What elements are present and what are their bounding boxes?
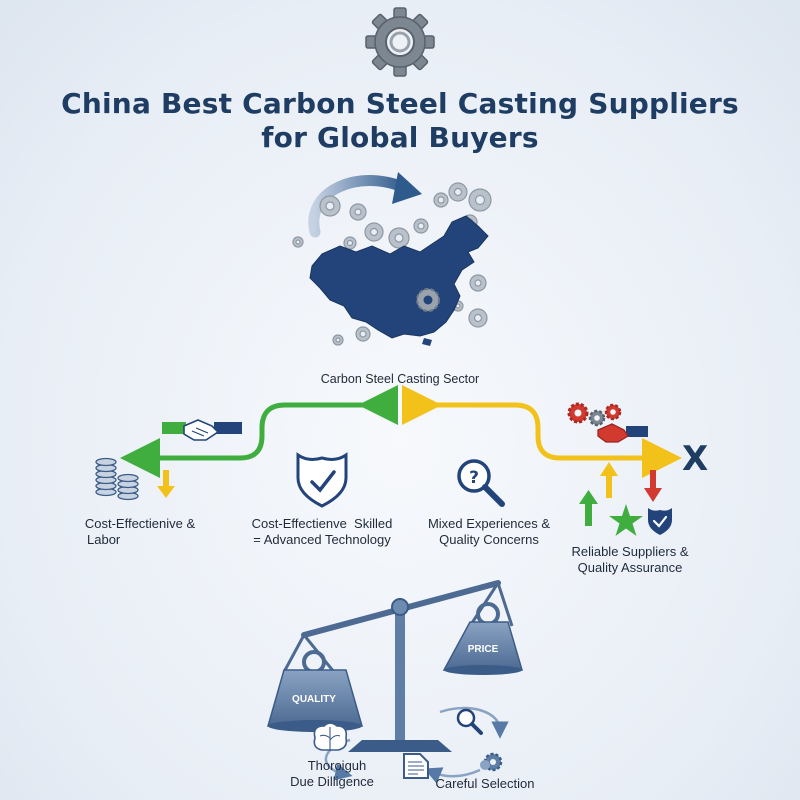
brain-icon [313,722,348,751]
gear-check-icon [480,752,503,772]
scale-left-pan-label: QUALITY [292,694,336,705]
red-gears-icon [567,402,622,427]
magnifier-icon [456,708,483,735]
shield-check-icon [296,452,348,508]
due-diligence-label: Thoroiguh Due Dilligence [262,758,402,790]
handshake-icon [162,419,242,441]
x-mark: X [682,439,709,479]
small-shield-check-icon [648,508,672,535]
careful-selection-label: Careful Selection [435,776,535,791]
magnifier-question-icon: ? [457,459,505,507]
factor-label-cost-labor: Cost-Effectienive & Labor [55,516,225,548]
yellow-flow-arrow [402,385,682,478]
factor-label-reliable-suppliers: Reliable Suppliers & Quality Assurance [555,544,705,576]
yellow-down-arrow-icon [157,470,175,498]
coin-stack-icon [95,457,139,501]
factor-label-line: = Advanced Technology [253,532,391,547]
china-map-icon [309,215,489,339]
factor-label-line: Cost-Effectienive & [84,516,196,531]
green-flow-arrow [120,385,398,478]
gear-cluster-icon [292,182,492,346]
page-title-line2: for Global Buyers [261,121,539,154]
svg-text:?: ? [469,468,479,488]
page-title-line1: China Best Carbon Steel Casting Supplier… [61,87,739,120]
factor-label-mixed-experiences: Mixed Experiences & Quality Concerns [414,516,564,548]
factor-label-line: Labor [87,532,121,547]
document-icon [403,753,429,779]
due-diligence-line1: Thoroiguh [307,758,367,773]
handshake-icon [597,423,648,443]
red-down-arrow-icon [644,470,662,502]
gear-icon [365,7,435,77]
yellow-up-arrow-icon [600,462,618,498]
cycle-arrow-right [439,706,509,739]
factor-label-line: Cost-Effectienve Skilled [251,516,393,531]
map-gear-icon [416,288,440,312]
factor-label-line: Quality Concerns [439,532,539,547]
factor-label-line: Reliable Suppliers & [571,544,689,559]
cycle-arrow-bottom [423,767,481,784]
curved-arrow-icon [308,175,411,238]
star-icon [609,504,643,536]
green-up-arrow-icon [579,490,598,526]
balance-scale-icon [267,580,523,752]
due-diligence-line2: Due Dilligence [290,774,374,789]
sector-label: Carbon Steel Casting Sector [320,372,480,386]
scale-right-pan-label: PRICE [468,644,499,655]
factor-label-line: Mixed Experiences & [427,516,551,531]
curved-arrow-head [392,172,422,204]
factor-label-technology: Cost-Effectienve Skilled = Advanced Tech… [232,516,412,548]
factor-label-line: Quality Assurance [577,560,683,575]
